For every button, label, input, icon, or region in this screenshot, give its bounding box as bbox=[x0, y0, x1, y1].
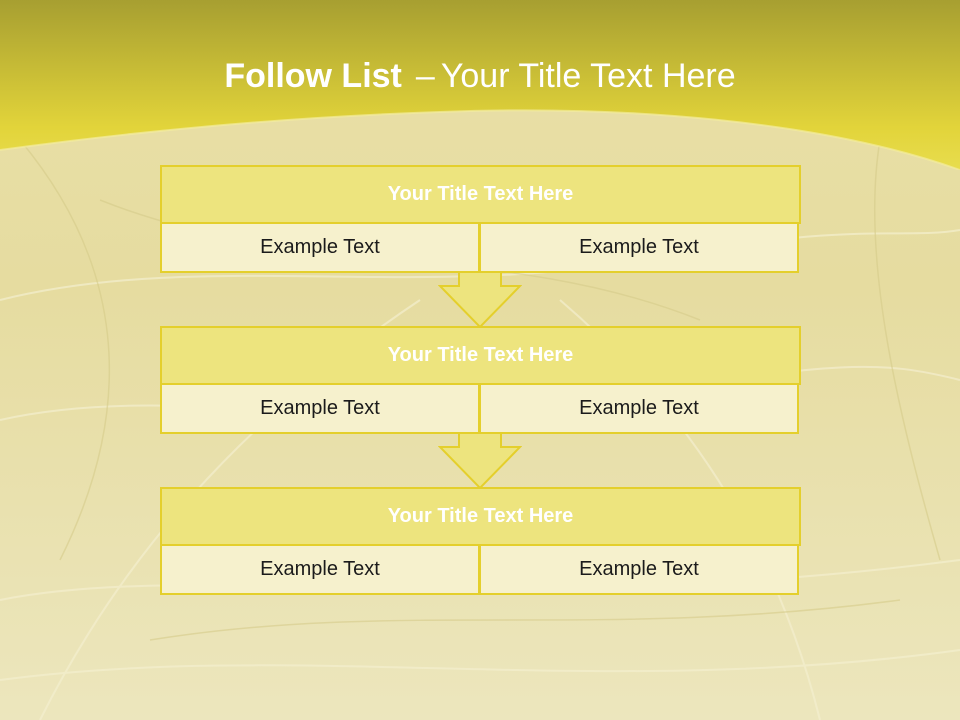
step-title: Your Title Text Here bbox=[160, 165, 801, 224]
step-cell-right: Example Text bbox=[479, 222, 799, 273]
down-arrow-icon bbox=[438, 432, 522, 490]
step-cell-right: Example Text bbox=[479, 383, 799, 434]
slide-title-separator: – bbox=[415, 57, 435, 95]
step-cell-left: Example Text bbox=[160, 222, 480, 273]
step-title: Your Title Text Here bbox=[160, 326, 801, 385]
slide-title-bold: Follow List bbox=[224, 57, 402, 95]
step-title: Your Title Text Here bbox=[160, 487, 801, 546]
slide-title-text: Your Title Text Here bbox=[440, 57, 736, 95]
header-band bbox=[0, 0, 960, 170]
down-arrow-icon bbox=[438, 271, 522, 329]
step-cell-left: Example Text bbox=[160, 544, 480, 595]
slide-title: Follow List–Your Title Text Here bbox=[0, 52, 960, 100]
step-cell-right: Example Text bbox=[479, 544, 799, 595]
step-cell-left: Example Text bbox=[160, 383, 480, 434]
